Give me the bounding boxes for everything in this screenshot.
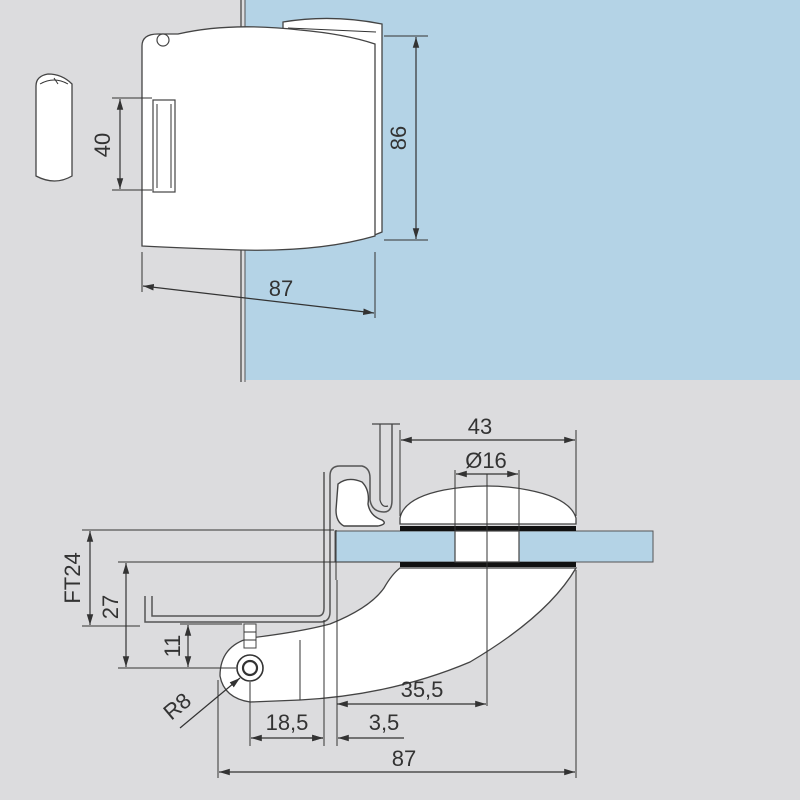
- hinge-arm: [219, 567, 578, 703]
- hinge-pin-hole: [156, 33, 170, 47]
- dim-width: 87: [269, 276, 293, 301]
- wall-profile: [144, 424, 393, 623]
- seal-profile: [335, 478, 385, 527]
- dim-slot-height: 40: [90, 133, 115, 157]
- dim-height-11: 11: [160, 635, 185, 658]
- dim-offset-3-5: 3,5: [369, 710, 400, 735]
- section-view: 43 Ø16 FT24 27 11 R8 35,5 18,: [60, 414, 654, 778]
- hinge-slot: [152, 99, 176, 193]
- dim-offset-18-5: 18,5: [266, 710, 309, 735]
- dim-offset-35-5: 35,5: [401, 677, 444, 702]
- dim-total-length: 87: [392, 746, 416, 771]
- dim-glass-thickness: FT24: [60, 552, 85, 603]
- hinge-body: [141, 26, 376, 251]
- dim-height-27: 27: [98, 595, 123, 619]
- dim-total-height: 86: [386, 126, 411, 150]
- hinge-axis-inner: [241, 659, 259, 677]
- gasket-top: [400, 526, 576, 531]
- dim-cap-width: 43: [468, 414, 492, 439]
- dim-pin-diameter: Ø16: [465, 448, 507, 473]
- set-screw: [243, 623, 257, 649]
- top-view: 40 86 87: [35, 0, 800, 382]
- sleeve-part: [35, 73, 73, 182]
- gasket-bottom: [400, 562, 576, 567]
- cover-cap: [399, 485, 577, 525]
